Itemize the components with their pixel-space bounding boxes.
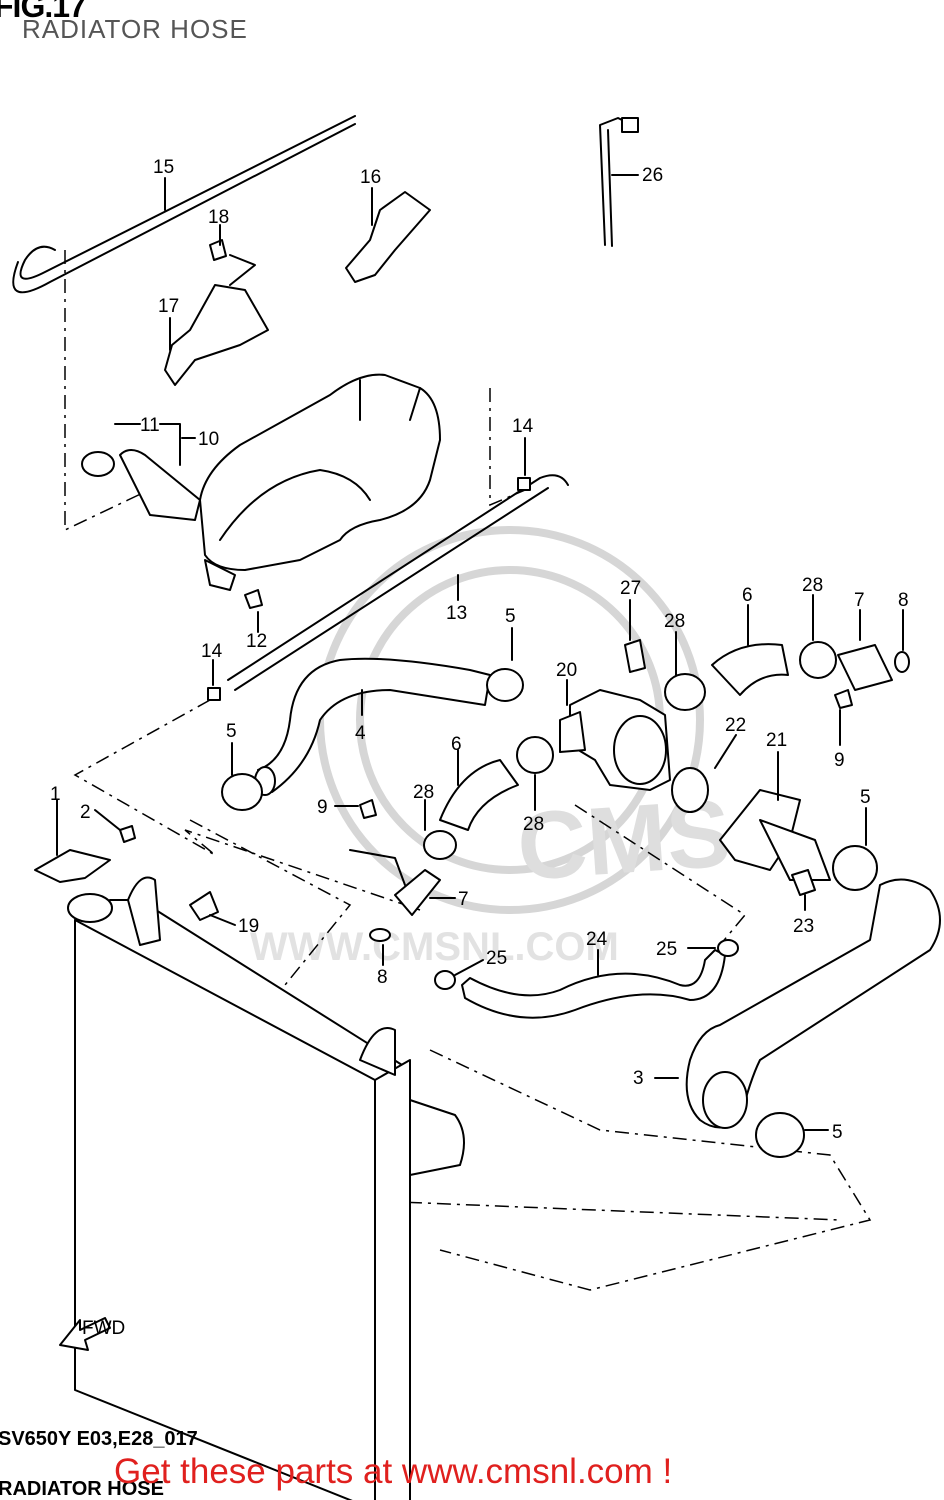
callout-3: 3 — [633, 1068, 644, 1089]
callout-16: 16 — [360, 167, 381, 188]
clamp-28-a — [664, 673, 706, 711]
callout-18: 18 — [208, 207, 229, 228]
hose-6-lower — [439, 759, 519, 831]
callout-27: 27 — [620, 578, 641, 599]
tank-filler-neck — [119, 449, 201, 521]
callout-10: 10 — [198, 429, 219, 450]
bolt-12 — [244, 589, 263, 609]
clamp-5-d — [755, 1112, 805, 1158]
bolt-23 — [791, 869, 816, 896]
union-7-upper — [837, 644, 893, 691]
callout-14-a: 14 — [512, 416, 534, 437]
callout-15: 15 — [153, 157, 174, 178]
radiator-filler-neck — [67, 893, 113, 923]
callout-25-b: 25 — [656, 939, 677, 960]
callout-28-c: 28 — [523, 814, 544, 835]
footer-title: RADIATOR HOSE — [0, 1478, 164, 1500]
figure-subtitle: RADIATOR HOSE — [22, 14, 248, 44]
callout-14-b: 14 — [201, 641, 223, 662]
callout-22: 22 — [725, 715, 746, 736]
drawing-code: SV650Y E03,E28_017 — [0, 1428, 198, 1450]
clamp-28-c — [516, 736, 554, 774]
callout-8-a: 8 — [898, 590, 909, 611]
fwd-label: FWD — [82, 1318, 125, 1339]
bolt-9-lower — [359, 799, 377, 819]
callout-20: 20 — [556, 660, 577, 681]
callout-labels: 1 2 3 4 5 5 5 5 6 6 7 7 8 8 9 9 10 11 12… — [50, 157, 909, 1143]
breather-hose-13 — [227, 474, 569, 691]
sensor-wire-26 — [599, 117, 633, 247]
cms-watermark: CMS WWW.CMSNL.COM — [250, 526, 734, 969]
sensor-27 — [624, 639, 646, 673]
watermark-url: WWW.CMSNL.COM — [250, 925, 619, 969]
callout-17: 17 — [158, 296, 179, 317]
callout-9-a: 9 — [834, 750, 845, 771]
callout-8-b: 8 — [377, 967, 388, 988]
overflow-pipe — [12, 115, 356, 294]
callout-9-b: 9 — [317, 797, 328, 818]
callout-19: 19 — [238, 916, 259, 937]
reservoir-tank-10 — [199, 373, 441, 571]
clamp-5-a — [221, 773, 263, 811]
callout-6-a: 6 — [742, 585, 753, 606]
hose-6-upper — [711, 643, 789, 696]
sensor-connector — [621, 117, 639, 133]
clamp-25-a — [434, 970, 456, 990]
callout-24: 24 — [586, 929, 608, 950]
callout-21: 21 — [766, 730, 787, 751]
radiator-cap-1 — [34, 849, 111, 883]
radiator-hose-4 — [257, 657, 491, 793]
callout-5-d: 5 — [832, 1122, 843, 1143]
callout-4: 4 — [355, 723, 366, 744]
reference-lines — [64, 250, 872, 1291]
callout-5-b: 5 — [505, 606, 516, 627]
callout-12: 12 — [246, 631, 267, 652]
callout-leaders — [56, 174, 904, 1131]
screw-2 — [119, 825, 136, 843]
callout-23: 23 — [793, 916, 814, 937]
clamp-5-b — [486, 668, 524, 702]
bracket-16 — [345, 191, 431, 283]
callout-11: 11 — [140, 415, 160, 436]
callout-28-d: 28 — [413, 782, 434, 803]
callout-25-a: 25 — [486, 948, 507, 969]
bolt-18 — [209, 239, 227, 261]
callout-28-b: 28 — [802, 575, 823, 596]
radiator — [67, 876, 465, 1500]
forward-arrow[interactable]: FWD — [59, 1317, 125, 1351]
callout-26: 26 — [642, 165, 663, 186]
clamp-28-d — [423, 830, 457, 860]
sensor-19 — [189, 891, 219, 921]
thermostat-22 — [671, 767, 709, 813]
clamp-5-c — [832, 845, 878, 891]
union-7-lower — [394, 869, 441, 916]
callout-2: 2 — [80, 802, 91, 823]
bracket-17 — [164, 284, 269, 386]
callout-1: 1 — [50, 784, 61, 805]
o-ring-8-lower — [369, 928, 391, 942]
o-ring-8-upper — [894, 651, 910, 673]
clamp-14-lower — [207, 687, 221, 701]
figure-title: FIG.17 — [0, 0, 87, 24]
clamp-14-upper — [517, 477, 531, 491]
callout-7-b: 7 — [458, 889, 469, 910]
callout-5-c: 5 — [860, 787, 871, 808]
callout-7-a: 7 — [854, 590, 865, 611]
callout-6-b: 6 — [451, 734, 462, 755]
callout-5-a: 5 — [226, 721, 237, 742]
clamp-25-b — [717, 939, 739, 957]
bolt-9-upper — [834, 689, 853, 709]
promo-link[interactable]: Get these parts at www.cmsnl.com ! — [114, 1452, 673, 1491]
clamp-28-b — [799, 641, 837, 679]
tank-cap-11 — [81, 451, 115, 477]
callout-28-a: 28 — [664, 611, 685, 632]
callout-13: 13 — [446, 603, 467, 624]
